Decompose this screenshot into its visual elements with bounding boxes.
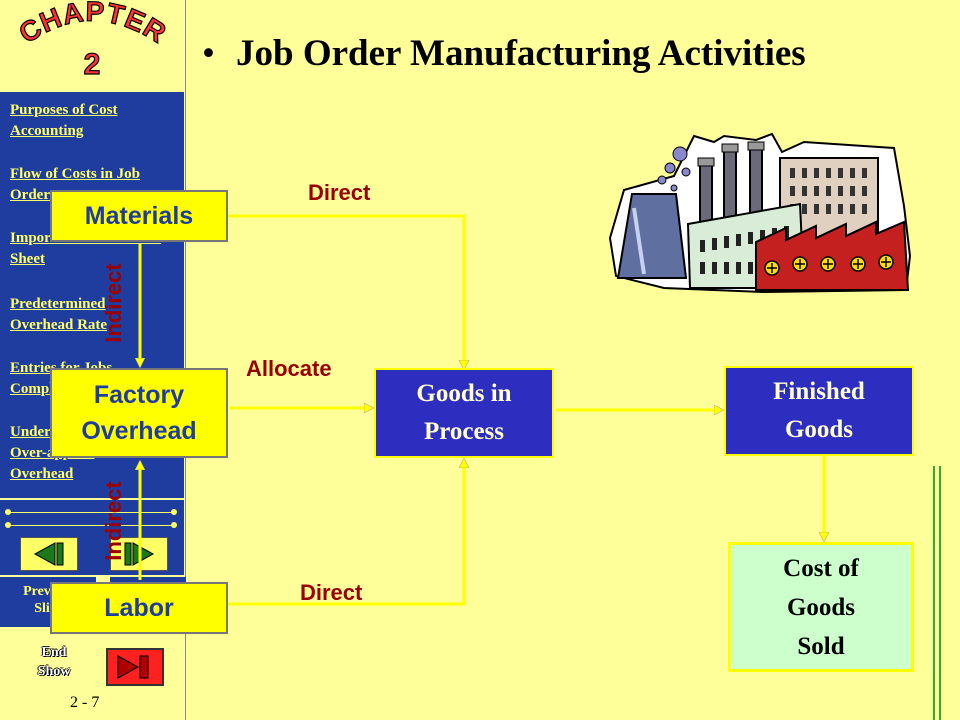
- goods-in-process-line2: Process: [423, 418, 505, 445]
- labor-label: Labor: [104, 593, 174, 622]
- indirect-materials-label: Indirect: [101, 263, 126, 343]
- materials-label: Materials: [84, 201, 194, 230]
- slide-number: 2 - 7: [70, 694, 100, 711]
- factory-overhead-line2: Overhead: [81, 417, 197, 445]
- finished-goods-line2: Goods: [784, 416, 854, 443]
- factory-overhead-line1: Factory: [93, 381, 185, 409]
- nav-link-flow-of-costs[interactable]: Flow of Costs in Job Order: [10, 166, 141, 203]
- direct-materials-label: Direct: [308, 180, 371, 205]
- title-bullet: •: [202, 33, 215, 74]
- finished-goods-box: Finished Goods: [724, 366, 914, 456]
- allocate-label: Allocate: [246, 356, 332, 381]
- sidebar: CHAPTER 2 Purposes of Cost Accounting Fl…: [0, 0, 186, 720]
- cogs-line1: Cost of: [783, 554, 859, 582]
- materials-box: Materials: [50, 190, 228, 242]
- factory-clipart-icon: [608, 132, 912, 294]
- nav-link-overhead-rate[interactable]: Predetermined Overhead Rate: [10, 296, 108, 333]
- direct-labor-label: Direct: [300, 580, 363, 605]
- end-show-label[interactable]: End Show: [37, 645, 71, 679]
- goods-in-process-line1: Goods in: [416, 380, 512, 407]
- factory-overhead-box: Factory Overhead: [50, 368, 228, 458]
- indirect-labor-label: Indirect: [101, 481, 126, 561]
- cogs-line3: Sold: [797, 632, 845, 660]
- labor-direct-line: [228, 460, 464, 606]
- cost-of-goods-sold-box: Cost of Goods Sold: [728, 542, 914, 672]
- goods-in-process-box: Goods in Process: [374, 368, 554, 458]
- materials-direct-line: [228, 214, 464, 368]
- slide-title: Job Order Manufacturing Activities: [236, 33, 806, 74]
- back-arrow-icon: [33, 542, 64, 566]
- chapter-badge: CHAPTER 2: [13, 0, 172, 80]
- nav-link-purposes[interactable]: Purposes of Cost Accounting: [10, 102, 118, 139]
- chapter-number: 2: [84, 48, 101, 80]
- forward-arrow-icon: [124, 542, 155, 566]
- cogs-line2: Goods: [786, 593, 856, 621]
- labor-box: Labor: [50, 582, 228, 634]
- back-button[interactable]: [20, 537, 78, 571]
- finished-goods-line1: Finished: [773, 378, 865, 405]
- end-show-button[interactable]: [106, 648, 164, 686]
- end-show-icon: [117, 655, 149, 679]
